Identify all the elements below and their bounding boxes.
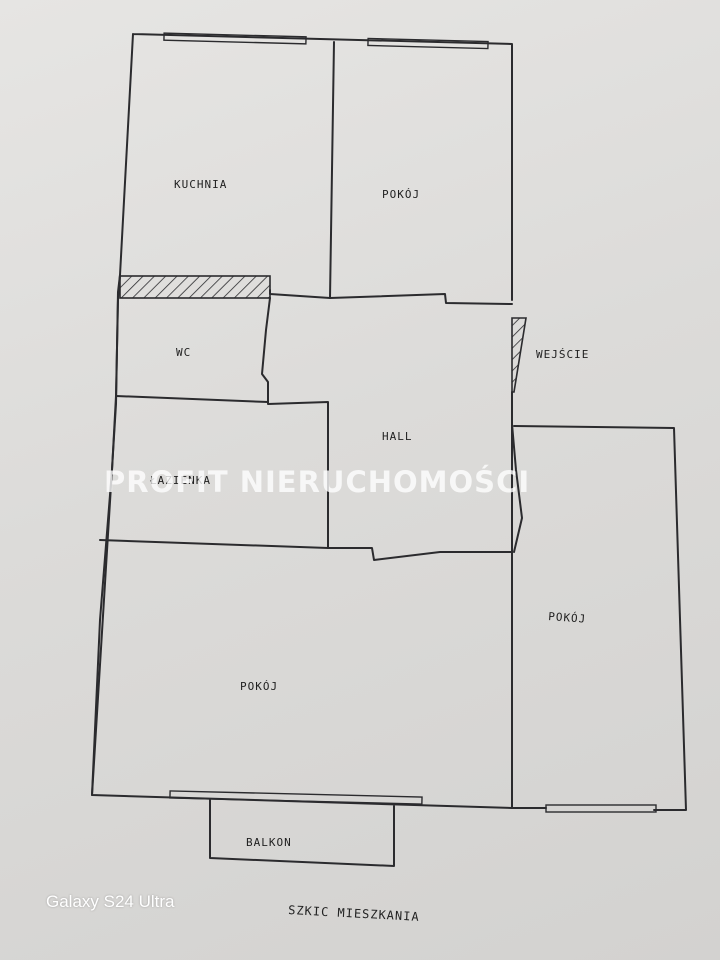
label-kitchen: KUCHNIA [174,178,227,191]
window-room-bottom [169,790,423,805]
label-bathroom: ŁAZIENKA [149,474,211,487]
window-kitchen [163,32,307,45]
wall-hall-right [511,391,523,553]
window-room-top [367,37,489,50]
label-wc: WC [176,346,191,359]
wall-kitchen-room [329,41,335,299]
hatched-wall [119,275,271,299]
window-room-right [545,804,657,813]
wall-wc [261,297,329,411]
label-room-bottom: POKÓJ [240,680,278,693]
entrance-jamb [511,317,527,393]
label-room-top: POKÓJ [382,188,420,201]
camera-watermark: Galaxy S24 Ultra [46,892,175,911]
label-hall: HALL [382,430,413,443]
outer-wall [91,33,513,809]
wall-bottom-room [99,539,513,561]
balcony-outline [209,799,395,867]
sketch-caption: SZKIC MIESZKANIA [288,903,420,924]
wall-right-room [513,425,687,811]
wall-right-room-left [511,551,547,809]
outer-wall-left [91,274,121,796]
label-balcony: BALKON [246,836,292,849]
label-entrance: WEJŚCIE [536,348,589,361]
label-room-right: POKÓJ [548,610,587,626]
wall-wc-bottom [115,395,269,403]
watermark: PROFIT NIERUCHOMOŚCI [104,465,530,499]
wall-top-rooms [269,289,513,305]
